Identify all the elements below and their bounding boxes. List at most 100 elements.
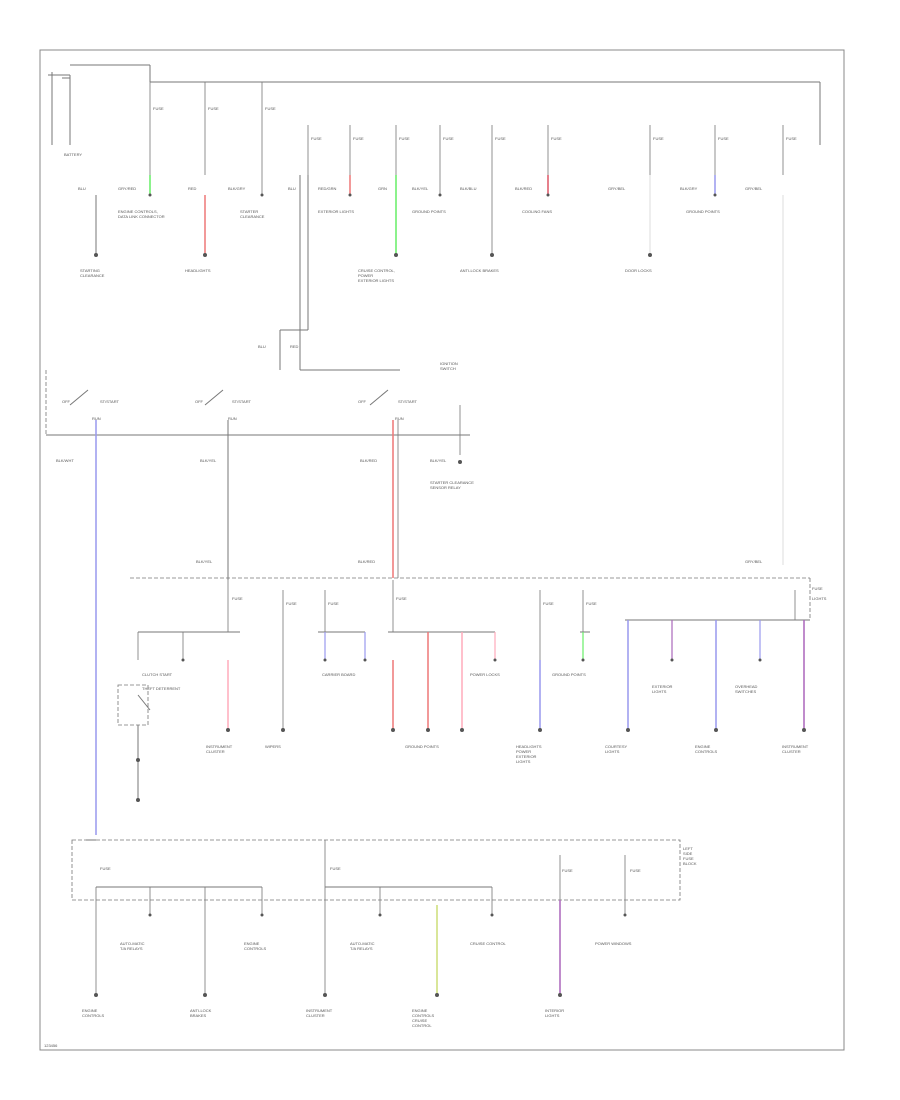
ignition-wire: BLU bbox=[258, 344, 266, 349]
component-label: EXTERIOR LIGHTS bbox=[318, 209, 354, 214]
wire-label: GRY/BEL bbox=[745, 186, 763, 191]
fuse-label: FUSE bbox=[812, 586, 823, 591]
component-label: COOLING FANS bbox=[522, 209, 552, 214]
mid-wires bbox=[137, 620, 805, 730]
mid-wire-label: BLK/WHT bbox=[56, 458, 74, 463]
component-label: ENGINE CONTROLS,DATA LINK CONNECTOR bbox=[118, 209, 165, 219]
fuse-label: FUSE bbox=[311, 136, 322, 141]
fuse-label: FUSE bbox=[630, 868, 641, 873]
mid-wire-label: GRY/BEL bbox=[745, 559, 763, 564]
top-wire-labels: BLU GRY/RED RED BLK/GRY BLU RED/GRN GRN … bbox=[78, 186, 763, 191]
fuse-label: FUSE bbox=[562, 868, 573, 873]
fuse-label: FUSE bbox=[328, 601, 339, 606]
component-label: CARRIER BOARD bbox=[322, 672, 355, 677]
component-label: WIPERS bbox=[265, 744, 281, 749]
battery-label: BATTERY bbox=[64, 152, 82, 157]
top-terminals bbox=[94, 193, 717, 257]
contact-label: OFF bbox=[62, 399, 71, 404]
wire-label: GRY/BEL bbox=[608, 186, 626, 191]
fuse-label: FUSE bbox=[586, 601, 597, 606]
mid-wire-label: BLK/RED bbox=[360, 458, 377, 463]
mid-wire-label: BLK/RED bbox=[358, 559, 375, 564]
ignition-wire: RED bbox=[290, 344, 299, 349]
fuse-label: FUSE bbox=[153, 106, 164, 111]
diagram-border bbox=[39, 49, 845, 1051]
contact-label: ST/START bbox=[398, 399, 418, 404]
component-label: ANTI-LOCK BRAKES bbox=[460, 268, 499, 273]
contact-label: ST/START bbox=[100, 399, 120, 404]
component-label: DOOR LOCKS bbox=[625, 268, 652, 273]
wire-label: BLK/BLU bbox=[460, 186, 477, 191]
wire-label: BLK/RED bbox=[515, 186, 532, 191]
wire-label: BLK/GRY bbox=[680, 186, 698, 191]
contact-label: RUN bbox=[395, 416, 404, 421]
relay-label: THEFT DETERRENT bbox=[142, 686, 181, 691]
mid-terminals bbox=[181, 658, 806, 732]
fuse-label: FUSE bbox=[286, 601, 297, 606]
component-label: POWER WINDOWS bbox=[595, 941, 632, 946]
mid-relays: CLUTCH START THEFT DETERRENT LIGHTS bbox=[117, 596, 827, 802]
fuse-label: FUSE bbox=[208, 106, 219, 111]
wire-label: BLU bbox=[288, 186, 296, 191]
ignition-output-wires: BLK/WHT BLK/YEL BLK/RED BLK/YEL STARTER … bbox=[56, 420, 763, 835]
contact-label: OFF bbox=[358, 399, 367, 404]
footer-code: 123456 bbox=[44, 1043, 58, 1048]
component-label: GROUND POINTS bbox=[405, 744, 439, 749]
component-label: GROUND POINTS bbox=[552, 672, 586, 677]
fuse-label: FUSE bbox=[353, 136, 364, 141]
bottom-terminals bbox=[94, 913, 627, 997]
mid-wire-label: BLK/YEL bbox=[196, 559, 213, 564]
contact-label: OFF bbox=[195, 399, 204, 404]
fuse-label: FUSE bbox=[232, 596, 243, 601]
mid-wire-label: BLK/YEL bbox=[430, 458, 447, 463]
component-label: CRUISE CONTROL bbox=[470, 941, 507, 946]
fuse-label: FUSE bbox=[443, 136, 454, 141]
contact-label: ST/START bbox=[232, 399, 252, 404]
fuse-label: FUSE bbox=[786, 136, 797, 141]
fuse-label: FUSE bbox=[399, 136, 410, 141]
fuse-label: FUSE bbox=[396, 596, 407, 601]
component-label: GROUND POINTS bbox=[686, 209, 720, 214]
wire-label: BLK/YEL bbox=[412, 186, 429, 191]
mid-fuse-block: FUSE FUSE FUSE FUSE FUSE FUSE FUSE bbox=[130, 577, 823, 660]
component-label: HEADLIGHTS bbox=[185, 268, 211, 273]
fuse-label: FUSE bbox=[265, 106, 276, 111]
fuse-label: FUSE bbox=[653, 136, 664, 141]
bottom-wires bbox=[95, 887, 626, 995]
fuse-label: FUSE bbox=[100, 866, 111, 871]
relay-label: LIGHTS bbox=[812, 596, 827, 601]
wire-label: RED/GRN bbox=[318, 186, 337, 191]
relay-label: CLUTCH START bbox=[142, 672, 173, 677]
top-fuses: FUSE FUSE FUSE FUSE FUSE FUSE FUSE FUSE … bbox=[149, 82, 797, 175]
fuse-label: FUSE bbox=[495, 136, 506, 141]
fuse-label: FUSE bbox=[551, 136, 562, 141]
component-label: GROUND POINTS bbox=[412, 209, 446, 214]
wire-label: RED bbox=[188, 186, 197, 191]
wire-label: BLU bbox=[78, 186, 86, 191]
wire-label: GRY/RED bbox=[118, 186, 136, 191]
